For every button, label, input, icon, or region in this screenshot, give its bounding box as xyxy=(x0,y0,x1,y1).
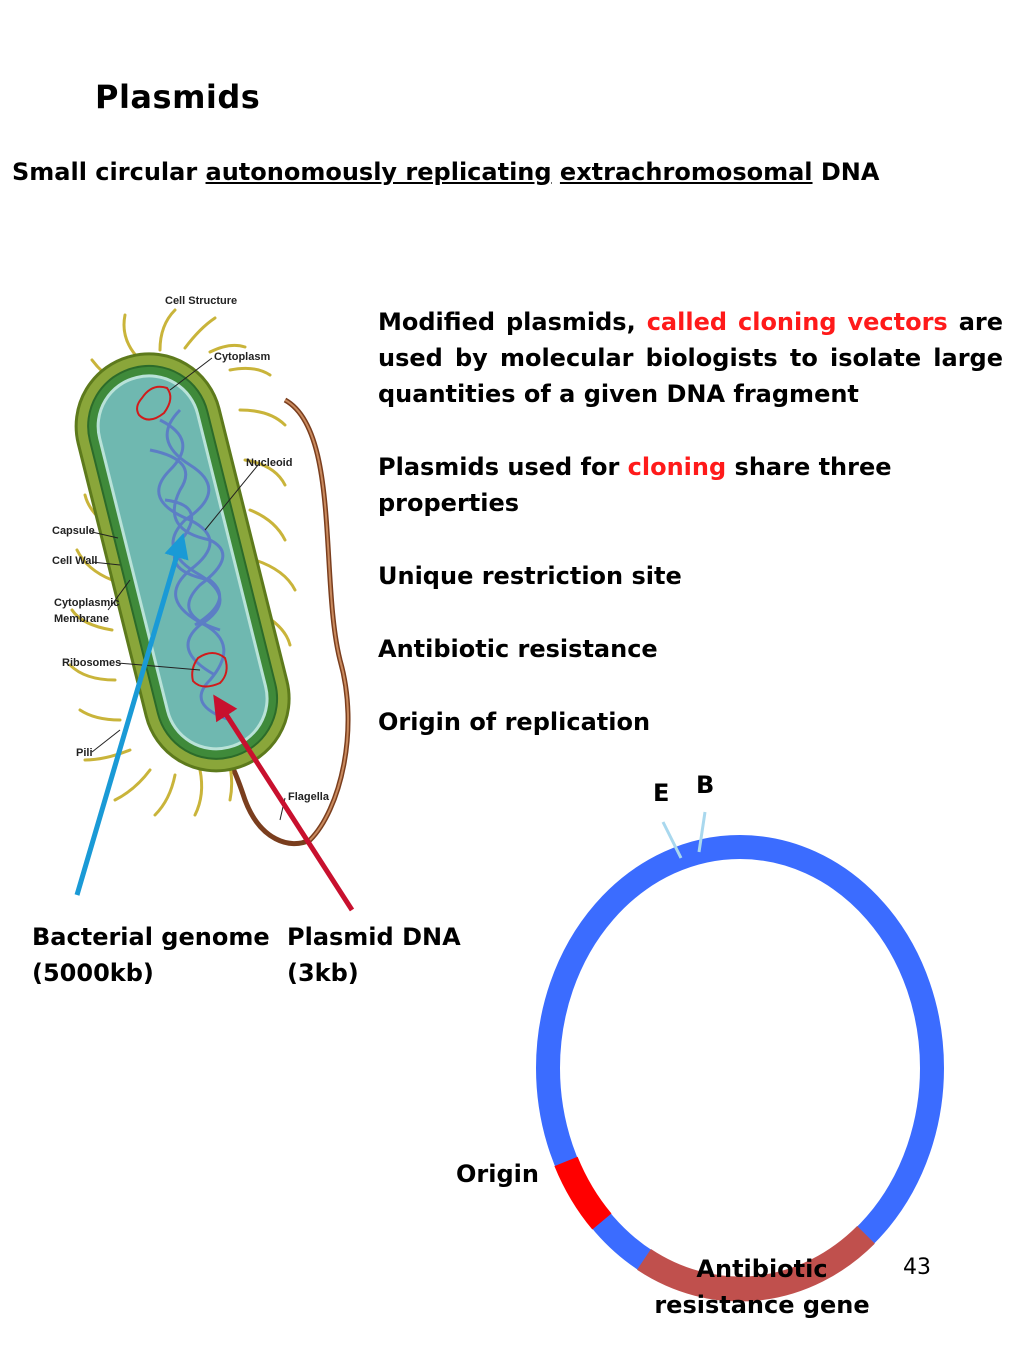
subtitle-part: Small circular xyxy=(12,158,206,186)
bacterial-genome-line1: Bacterial genome xyxy=(32,923,270,951)
capsule-label: Capsule xyxy=(52,525,95,537)
restriction-site-b-marker xyxy=(697,811,707,853)
property-origin-of-replication: Origin of replication xyxy=(378,708,651,736)
bacterial-genome-size: (5000kb) xyxy=(32,959,154,987)
resistance-gene-line1: Antibiotic xyxy=(696,1255,828,1283)
origin-label: Origin xyxy=(456,1160,539,1188)
para2-text: share three properties xyxy=(378,453,892,517)
resistance-gene-label: Antibiotic resistance gene xyxy=(646,1251,878,1323)
subtitle-underlined-autonomous: autonomously replicating xyxy=(205,158,552,186)
para1-highlight: called cloning vectors xyxy=(646,308,948,336)
restriction-site-e-marker xyxy=(661,821,683,859)
cell-structure-heading: Cell Structure xyxy=(165,295,237,307)
origin-segment xyxy=(554,1156,612,1230)
nucleoid-label: Nucleoid xyxy=(246,457,292,469)
antibiotic-resistance-gene-segment xyxy=(637,1225,875,1302)
plasmid-dna-label: Plasmid DNA (3kb) xyxy=(287,919,461,991)
cytoplasmic-membrane-label-line1: Cytoplasmic xyxy=(54,597,119,609)
para2-highlight: cloning xyxy=(627,453,727,481)
property-restriction-site: Unique restriction site xyxy=(378,562,682,590)
flagella-label: Flagella xyxy=(288,791,330,803)
subtitle: Small circular autonomously replicating … xyxy=(12,158,879,186)
property-antibiotic-resistance: Antibiotic resistance xyxy=(378,635,658,663)
para2-text: Plasmids used for xyxy=(378,453,628,481)
para1-text: are used by molecular biologists to isol… xyxy=(378,308,1004,408)
site-e-label: E xyxy=(653,779,670,807)
cytoplasmic-membrane-label-line2: Membrane xyxy=(54,613,109,625)
page-title: Plasmids xyxy=(95,78,261,116)
bacterial-genome-label: Bacterial genome (5000kb) xyxy=(32,919,270,991)
site-b-label: B xyxy=(696,771,715,799)
plasmid-backbone-circle xyxy=(536,835,944,1301)
plasmid-outline-top xyxy=(136,385,172,421)
para1-text: Modified plasmids, xyxy=(378,308,647,336)
pili-label: Pili xyxy=(76,747,93,759)
cloning-vectors-paragraph: Modified plasmids, called cloning vector… xyxy=(378,304,1003,412)
subtitle-underlined-extrachromosomal: extrachromosomal xyxy=(559,158,813,186)
bacterial-cell-illustration: Cell Structure Cytoplasm Nucleoid Capsul… xyxy=(52,295,351,847)
subtitle-part: DNA xyxy=(812,158,880,186)
ribosomes-label: Ribosomes xyxy=(62,657,121,669)
properties-intro-paragraph: Plasmids used for cloning share three pr… xyxy=(378,449,938,521)
resistance-gene-line2: resistance gene xyxy=(654,1291,870,1319)
cell-wall-label: Cell Wall xyxy=(52,555,97,567)
page-number: 43 xyxy=(903,1255,931,1280)
plasmid-dna-size: (3kb) xyxy=(287,959,359,987)
flagellum-highlight xyxy=(284,399,350,841)
plasmid-map xyxy=(536,811,944,1302)
plasmid-dna-line1: Plasmid DNA xyxy=(287,923,461,951)
cytoplasm-label: Cytoplasm xyxy=(214,351,270,363)
subtitle-part xyxy=(552,158,560,186)
plasmid-outline-bottom xyxy=(191,652,228,688)
